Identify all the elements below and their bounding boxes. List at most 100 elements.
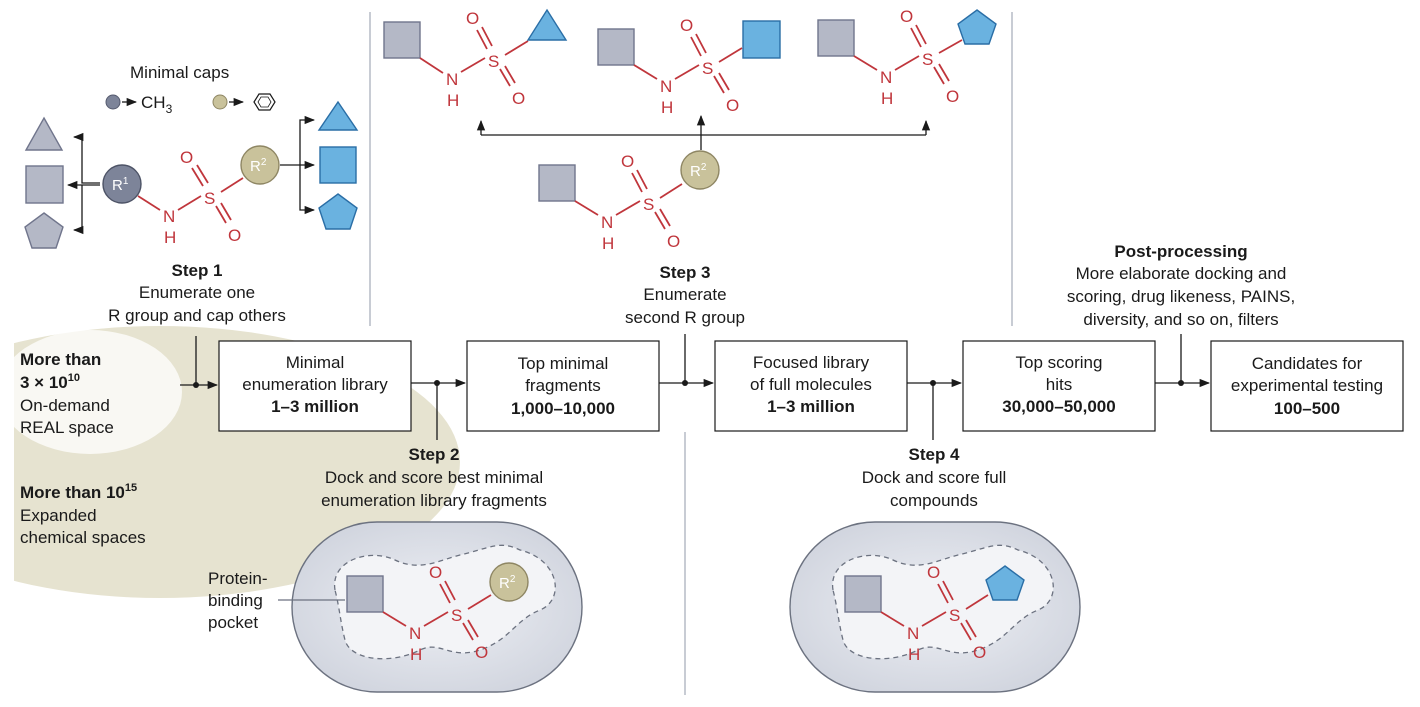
pocket2-S: S [451,606,462,625]
post-line1: More elaborate docking and [1076,264,1287,283]
r1-label: R1 [112,176,129,194]
step1-H: H [164,228,176,247]
post-title: Post-processing [1114,242,1247,261]
grey-pentagon-icon [24,212,64,249]
blue-pentagon-icon [318,193,358,230]
step1-region: Minimal caps CH3 R1 N H S O O R2 [24,63,359,325]
pocket4-N: N [907,624,919,643]
r1-group [102,164,142,204]
molA-N: N [446,70,458,89]
pocket2-O-top: O [429,563,442,582]
molC-S: S [922,50,933,69]
step1-O-top: O [180,148,193,167]
r2-label: R2 [250,157,267,175]
grey-square-icon [817,19,855,57]
post-processing-region: Post-processing More elaborate docking a… [1067,242,1295,329]
grey-triangle-icon [24,116,64,151]
pocket-label-line1: Protein- [208,569,268,588]
blue-square-icon [742,20,781,59]
r2-label: R2 [690,162,707,180]
box2-line2: fragments [525,376,601,395]
pocket4-O-top: O [927,563,940,582]
box4-line2: hits [1046,375,1072,394]
step2-title: Step 2 [408,445,459,464]
molecule-pentagon: N H S O O [817,7,997,108]
box2-line1: Top minimal [518,354,609,373]
grey-square-icon [538,164,576,202]
box2-value: 1,000–10,000 [511,399,615,418]
step4-line2: compounds [890,491,978,510]
post-line2: scoring, drug likeness, PAINS, [1067,287,1295,306]
real-space-line3: On-demand [20,396,110,415]
pocket-label-line3: pocket [208,613,258,632]
box3-value: 1–3 million [767,397,855,416]
molA-O-bottom: O [512,89,525,108]
r2-group [240,145,280,185]
molD-H: H [602,234,614,253]
molD-S: S [643,195,654,214]
pocket4-O-bottom: O [973,643,986,662]
grey-square-icon [25,165,64,204]
post-line3: diversity, and so on, filters [1083,310,1278,329]
real-space-bold-line1: More than [20,350,101,369]
molC-O-bottom: O [946,87,959,106]
box3-line2: of full molecules [750,375,872,394]
step3-line2: second R group [625,308,745,327]
methyl-label: CH3 [141,93,173,116]
molA-O-top: O [466,9,479,28]
step1-O-bottom: O [228,226,241,245]
box-top-scoring-hits: Top scoring hits 30,000–50,000 [962,340,1156,432]
blue-triangle-icon [526,8,568,41]
molB-S: S [702,59,713,78]
box3-line1: Focused library [753,353,870,372]
step1-S: S [204,189,215,208]
box1-line2: enumeration library [242,375,388,394]
expanded-space-line3: chemical spaces [20,528,146,547]
molC-O-top: O [900,7,913,26]
box-minimal-enumeration-library: Minimal enumeration library 1–3 million [218,340,412,432]
molC-H: H [881,89,893,108]
protein-pocket-step2: N H S O O R2 Protein- binding pocket [208,521,583,693]
step1-line1: Enumerate one [139,283,255,302]
molecule-r2-template: N H S O O R2 [538,150,720,253]
box4-value: 30,000–50,000 [1002,397,1115,416]
benzene-ring-icon [253,93,276,111]
molC-N: N [880,68,892,87]
step2-line2: enumeration library fragments [321,491,547,510]
box5-line2: experimental testing [1231,376,1383,395]
box1-line1: Minimal [286,353,345,372]
box5-line1: Candidates for [1252,354,1363,373]
pocket2-H: H [410,645,422,664]
step1-line2: R group and cap others [108,306,286,325]
box-focused-library: Focused library of full molecules 1–3 mi… [714,340,908,432]
real-space-line4: REAL space [20,418,114,437]
pocket2-O-bottom: O [475,643,488,662]
box4-line1: Top scoring [1016,353,1103,372]
r2-group [680,150,720,190]
molD-O-bottom: O [667,232,680,251]
molD-O-top: O [621,152,634,171]
minimal-caps-title: Minimal caps [130,63,229,82]
real-space-ellipse [0,330,182,454]
step3-region: N H S O O N H S O O [383,7,997,327]
r2-group [489,562,529,602]
phenyl-cap-dot [212,94,228,110]
methyl-cap-dot [105,94,121,110]
step2-line1: Dock and score best minimal [325,468,543,487]
box-top-minimal-fragments: Top minimal fragments 1,000–10,000 [466,340,660,432]
r2-label: R2 [499,574,516,592]
grey-square-icon [597,28,635,66]
pocket4-H: H [908,645,920,664]
step3-line1: Enumerate [643,285,726,304]
molD-N: N [601,213,613,232]
pocket4-S: S [949,606,960,625]
molecule-square: N H S O O [597,16,781,117]
box5-value: 100–500 [1274,399,1340,418]
pocket2-N: N [409,624,421,643]
step4-title: Step 4 [908,445,960,464]
pipeline: Minimal enumeration library 1–3 million … [180,334,1404,440]
box-candidates: Candidates for experimental testing 100–… [1210,340,1404,432]
step1-N: N [163,207,175,226]
molA-H: H [447,91,459,110]
molB-O-top: O [680,16,693,35]
